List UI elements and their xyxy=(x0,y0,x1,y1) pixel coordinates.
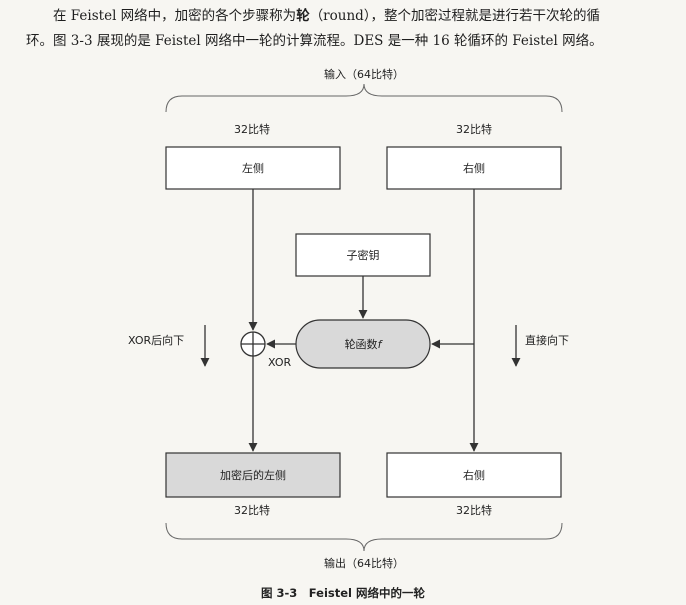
left-half-box xyxy=(165,146,341,190)
paragraph-text: （round），整个加密过程就是进行若干次轮的循 xyxy=(309,8,601,24)
subkey-label: 子密钥 xyxy=(347,248,380,262)
right-half-box xyxy=(386,146,562,190)
output-brace xyxy=(165,522,563,552)
paragraph-bold-term: 轮 xyxy=(296,8,310,24)
bottom-left-bits-label: 32比特 xyxy=(234,503,270,517)
left-half-label: 左侧 xyxy=(242,162,264,175)
top-left-bits-label: 32比特 xyxy=(234,122,270,136)
input-brace xyxy=(165,83,563,113)
round-function-label: 轮函数f xyxy=(345,337,384,351)
right-half-label: 右侧 xyxy=(463,161,485,175)
encrypted-left-label: 加密后的左侧 xyxy=(220,468,286,482)
bottom-right-label: 右侧 xyxy=(463,468,485,482)
paragraph-text: 在 Feistel 网络中，加密的各个步骤称为 xyxy=(53,8,297,24)
input-label: 输入（64比特） xyxy=(324,67,404,81)
bottom-right-box xyxy=(386,452,562,498)
xor-down-label: XOR后向下 xyxy=(128,333,184,347)
intro-paragraph: 在 Feistel 网络中，加密的各个步骤称为轮（round），整个加密过程就是… xyxy=(26,4,666,54)
xor-symbol xyxy=(240,331,266,357)
top-right-bits-label: 32比特 xyxy=(456,122,492,136)
subkey-box xyxy=(295,233,431,277)
figure-caption: 图 3-3 Feistel 网络中的一轮 xyxy=(261,586,425,600)
xor-label: XOR xyxy=(268,356,291,369)
direct-down-label: 直接向下 xyxy=(525,333,569,347)
bottom-right-bits-label: 32比特 xyxy=(456,503,492,517)
paragraph-line-2: 环。图 3-3 展现的是 Feistel 网络中一轮的计算流程。DES 是一种 … xyxy=(26,33,603,49)
output-label: 输出（64比特） xyxy=(324,556,404,570)
encrypted-left-box xyxy=(165,452,341,498)
paragraph-line-1: 在 Feistel 网络中，加密的各个步骤称为轮（round），整个加密过程就是… xyxy=(26,4,666,29)
